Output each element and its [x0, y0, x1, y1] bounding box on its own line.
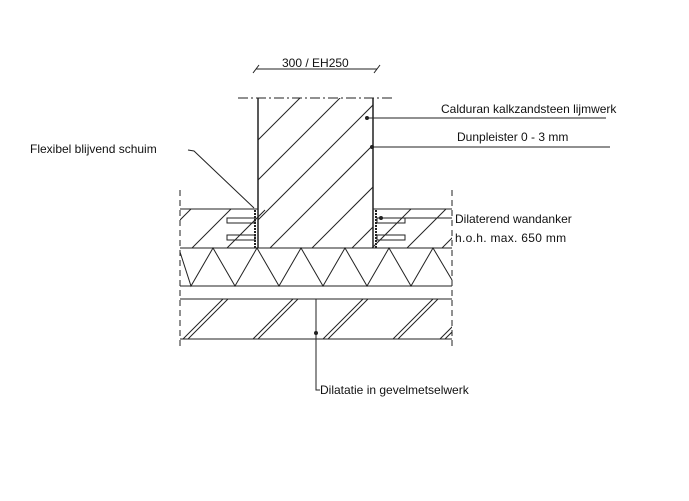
label-expansion-joint: Dilatatie in gevelmetselwerk	[320, 383, 469, 397]
label-anchor: Dilaterend wandanker	[455, 212, 572, 226]
dimension-line	[252, 64, 381, 74]
label-plaster: Dunpleister 0 - 3 mm	[457, 130, 569, 144]
leader-lines	[187, 117, 610, 391]
foam-strip	[254, 210, 377, 248]
sand-lime-wall	[257, 98, 374, 248]
insulation-layer	[179, 247, 453, 288]
leader-dots	[314, 116, 383, 335]
label-wall-material: Calduran kalkzandsteen lijmwerk	[441, 102, 617, 116]
label-anchor-spacing: h.o.h. max. 650 mm	[455, 231, 567, 245]
label-foam: Flexibel blijvend schuim	[30, 142, 157, 156]
wall-anchors	[226, 217, 406, 241]
inner-leaf	[180, 208, 452, 249]
dimension-label: 300 / EH250	[282, 56, 349, 70]
outer-leaf	[180, 298, 452, 340]
